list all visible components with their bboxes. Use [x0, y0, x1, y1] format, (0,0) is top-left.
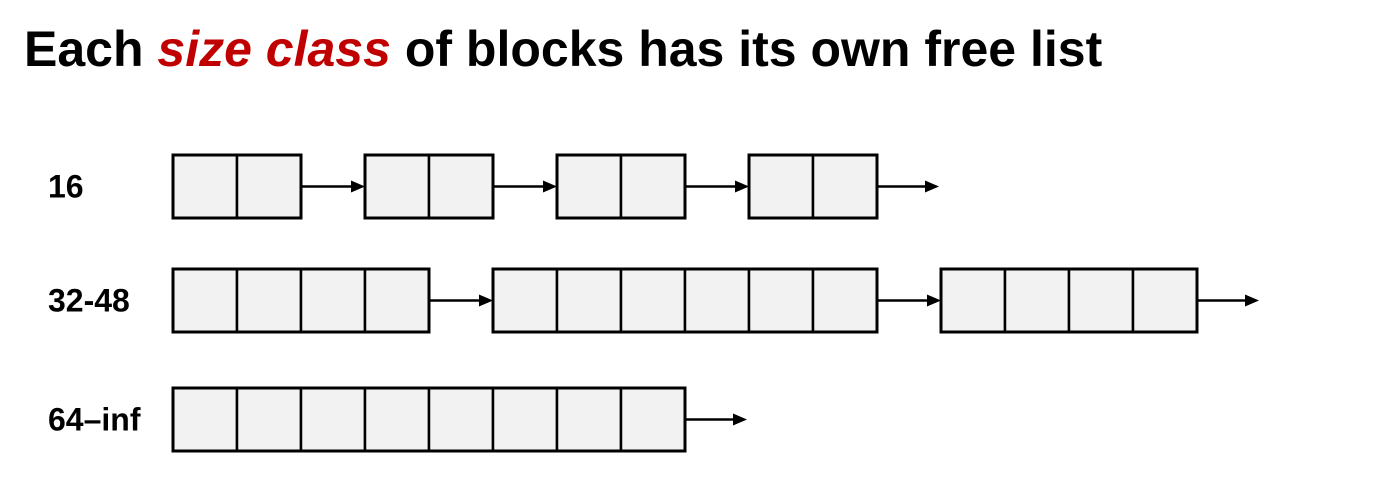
block-word — [171, 386, 239, 453]
block-word — [171, 153, 239, 220]
next-pointer-arrow — [493, 180, 557, 193]
free-block — [363, 153, 495, 220]
free-block — [171, 267, 431, 334]
block-word — [619, 153, 687, 220]
block-word — [939, 267, 1007, 334]
block-word — [747, 267, 815, 334]
block-word — [235, 386, 303, 453]
free-block — [939, 267, 1199, 334]
arrowhead — [733, 413, 747, 426]
block-word — [747, 153, 815, 220]
next-pointer-arrow — [429, 294, 493, 307]
arrowhead — [543, 180, 557, 193]
block-word — [683, 267, 751, 334]
arrowhead — [479, 294, 493, 307]
next-pointer-arrow — [877, 294, 941, 307]
list-end-arrow — [685, 413, 747, 426]
block-word — [299, 386, 367, 453]
free-list-row: 64–inf — [48, 386, 747, 453]
list-end-arrow — [1197, 294, 1259, 307]
block-word — [1003, 267, 1071, 334]
block-word — [555, 386, 623, 453]
size-class-label: 32-48 — [48, 283, 130, 319]
title-emphasis: size class — [157, 21, 391, 77]
arrowhead — [925, 180, 939, 193]
block-word — [491, 386, 559, 453]
block-word — [555, 267, 623, 334]
page-title: Each size class of blocks has its own fr… — [24, 18, 1102, 80]
free-list-row: 16 — [48, 153, 939, 220]
size-class-label: 64–inf — [48, 402, 141, 438]
block-word — [363, 267, 431, 334]
block-word — [171, 267, 239, 334]
block-word — [299, 267, 367, 334]
block-word — [427, 386, 495, 453]
arrowhead — [351, 180, 365, 193]
block-word — [811, 267, 879, 334]
block-word — [363, 386, 431, 453]
block-word — [363, 153, 431, 220]
block-word — [1131, 267, 1199, 334]
block-word — [491, 267, 559, 334]
arrowhead — [1245, 294, 1259, 307]
block-word — [235, 153, 303, 220]
block-word — [427, 153, 495, 220]
block-word — [811, 153, 879, 220]
next-pointer-arrow — [685, 180, 749, 193]
free-block — [171, 153, 303, 220]
arrowhead — [927, 294, 941, 307]
block-word — [619, 267, 687, 334]
block-word — [1067, 267, 1135, 334]
free-block — [555, 153, 687, 220]
block-word — [235, 267, 303, 334]
free-list-row: 32-48 — [48, 267, 1259, 334]
list-end-arrow — [877, 180, 939, 193]
block-word — [555, 153, 623, 220]
title-prefix: Each — [24, 21, 158, 77]
free-block — [747, 153, 879, 220]
arrowhead — [735, 180, 749, 193]
title-suffix: of blocks has its own free list — [390, 21, 1103, 77]
block-word — [619, 386, 687, 453]
size-class-label: 16 — [48, 169, 84, 205]
free-block — [491, 267, 879, 334]
free-block — [171, 386, 687, 453]
next-pointer-arrow — [301, 180, 365, 193]
